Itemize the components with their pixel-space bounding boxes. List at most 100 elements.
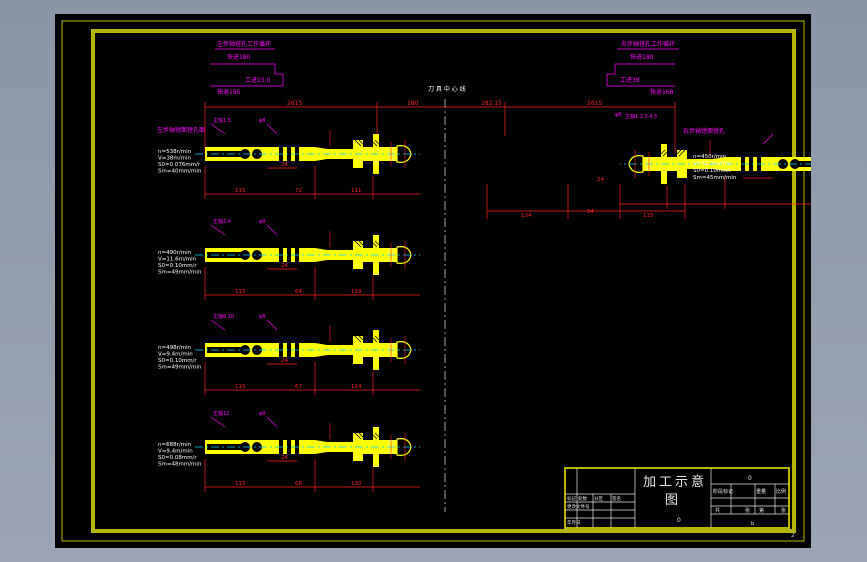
title-mark-2: b: [751, 521, 754, 527]
svg-text:处数: 处数: [578, 495, 587, 502]
cad-viewport[interactable]: 2 刀 具 中 心 线 左步轴镗孔工作循环 快进180 工进15.0 快退195…: [55, 14, 845, 548]
machining-param: S0=0.076mm/r: [158, 162, 201, 168]
dim-small: 24: [281, 358, 288, 364]
left-cycle-fast-back: 快退195: [217, 88, 241, 96]
right-dim-small: 24: [597, 177, 604, 183]
title-block-subtitle: 图: [665, 493, 678, 508]
svg-text:张: 张: [745, 507, 750, 514]
boring-bar: [315, 440, 327, 454]
machining-param: V=9.4m/min: [158, 449, 193, 455]
dim-bottom: 115: [235, 289, 246, 295]
tool-label: 主轴12: [213, 410, 229, 417]
dim-small: 24: [281, 455, 288, 461]
title-block: [564, 467, 790, 529]
boring-bar: [713, 157, 725, 171]
machining-param: S0=0.10mm/r: [158, 263, 197, 269]
svg-text:重量: 重量: [756, 488, 766, 495]
dim-bottom: 111: [351, 188, 362, 194]
right-cycle-fast: 快进180: [630, 53, 654, 61]
right-cycle-diagram: 右步轴镗孔工作循环 快进180 工进38 快退168: [606, 40, 679, 96]
tool-label: 主轴2.4: [213, 218, 231, 225]
dim-bottom: 114: [351, 384, 362, 390]
boring-bar: [315, 147, 327, 161]
right-unit-labels: 右步轴镗面镗孔 n=450r/min V=32.3m/min S0=0.10mm…: [486, 112, 737, 219]
spindle-unit: [195, 319, 420, 395]
coupling-ball: [252, 149, 262, 159]
dim-bottom: 67: [295, 384, 302, 390]
title-mark-1: 0: [677, 517, 681, 524]
svg-text:年月日: 年月日: [567, 519, 581, 526]
svg-text:标记: 标记: [567, 495, 576, 502]
title-footer-labels: 共 张 第 张: [715, 507, 786, 514]
title-block-title: 加工示意: [643, 474, 707, 490]
right-cycle-title: 右步轴镗孔工作循环: [621, 40, 675, 48]
svg-text:分区: 分区: [594, 495, 603, 502]
right-param-0: n=450r/min: [693, 154, 727, 160]
spec-label: φ8: [259, 219, 265, 225]
right-dim-0: 134: [521, 213, 532, 219]
coupling-ball: [252, 442, 262, 452]
dim-bottom: 115: [235, 188, 246, 194]
svg-text:张: 张: [781, 507, 786, 514]
dim-bottom: 64: [295, 289, 302, 295]
right-spindle-unit: [620, 133, 845, 209]
right-cycle-fast-back: 快退168: [650, 88, 674, 96]
spindle-unit: [195, 224, 420, 300]
machining-param: n=688r/min: [158, 442, 192, 448]
title-col-labels: 阶段标记 重量 比例: [713, 488, 786, 495]
left-cycle-fast: 快进180: [227, 53, 251, 61]
right-unit-title: 右步轴镗面镗孔: [683, 127, 725, 135]
left-cycle-diagram: 左步轴镗孔工作循环 快进180 工进15.0 快退195: [210, 40, 284, 96]
machining-param: n=490r/min: [158, 250, 192, 256]
left-cycle-title: 左步轴镗孔工作循环: [217, 40, 271, 48]
dim-bottom: 115: [235, 384, 246, 390]
right-cycle-work: 工进38: [620, 76, 640, 84]
right-spec-label: φ8: [615, 112, 621, 118]
dim-top-right-b: 2615: [587, 100, 602, 107]
dim-small: 24: [281, 162, 288, 168]
coupling-ball: [778, 159, 788, 169]
left-cycle-work: 工进15.0: [245, 76, 271, 84]
dim-bottom: 120: [351, 481, 362, 487]
machining-param: Sm=48mm/min: [158, 462, 202, 468]
dim-bottom: 72: [295, 188, 302, 194]
centerline-label: 刀 具 中 心 线: [428, 85, 466, 93]
dim-top-left: 2615: [287, 100, 302, 107]
dim-top-mid: 180: [407, 100, 419, 107]
coupling-ball: [252, 345, 262, 355]
title-mark-0: 0: [748, 475, 752, 482]
spindle-unit: [195, 123, 420, 199]
spec-label: φ8: [259, 411, 265, 417]
corner-mark: 2: [791, 532, 795, 539]
assembly-drawing: 2 刀 具 中 心 线 左步轴镗孔工作循环 快进180 工进15.0 快退195…: [61, 20, 845, 542]
machining-param: Sm=49mm/min: [158, 270, 202, 276]
dim-bottom: 115: [235, 481, 246, 487]
right-dim-1: 64: [587, 209, 594, 215]
machining-param: V=11.6m/min: [158, 257, 197, 263]
dim-top-right-a: 182.15: [481, 100, 502, 107]
boring-bar: [315, 343, 327, 357]
coupling-ball: [252, 250, 262, 260]
dim-small: 24: [281, 263, 288, 269]
machining-param: n=498r/min: [158, 345, 192, 351]
right-dim-2: 115: [643, 213, 654, 219]
dim-bottom: 68: [295, 481, 302, 487]
svg-text:第: 第: [759, 507, 764, 514]
svg-text:比例: 比例: [776, 488, 786, 495]
machining-param: S0=0.08mm/r: [158, 455, 197, 461]
machining-param: V=9.4m/min: [158, 352, 193, 358]
tool-label: 主轴6.10: [213, 313, 234, 320]
right-param-3: Sm=45mm/min: [693, 175, 737, 181]
machining-param: Sm=40mm/min: [158, 169, 202, 175]
svg-text:共: 共: [715, 507, 720, 514]
machining-param: n=538r/min: [158, 149, 192, 155]
machining-param: Sm=49mm/min: [158, 365, 202, 371]
spec-label: φ8: [259, 118, 265, 124]
svg-text:更改文件号: 更改文件号: [567, 503, 590, 510]
outer-border: [61, 20, 805, 542]
dim-bottom: 119: [351, 289, 362, 295]
svg-text:签名: 签名: [612, 495, 621, 502]
title-row-labels: 标记 处数 分区 更改文件号 签名 年月日: [567, 495, 621, 526]
machining-param: S0=0.10mm/r: [158, 358, 197, 364]
top-dimension-row: [204, 102, 676, 154]
